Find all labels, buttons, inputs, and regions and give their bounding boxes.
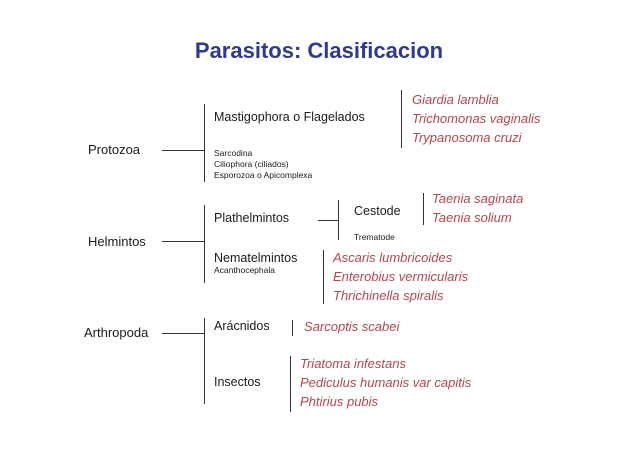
cestode-species-list: Taenia saginata Taenia solium	[432, 189, 523, 227]
plathelmintos-label: Plathelmintos	[214, 211, 290, 225]
class-item: Sarcodina	[214, 148, 253, 158]
protozoa-species-list: Giardia lamblia Trichomonas vaginalis Tr…	[412, 90, 540, 147]
trematode-label: Trematode	[354, 232, 395, 242]
nematode-species-list: Ascaris lumbricoides Enterobius vermicul…	[333, 248, 468, 305]
species-item: Ascaris lumbricoides	[333, 250, 453, 265]
class-item: Ciliophora (ciliados)	[214, 159, 289, 169]
aracnidos-species-list: Sarcoptis scabei	[304, 317, 399, 336]
species-item: Triatoma infestans	[300, 356, 406, 371]
nematelmintos-label: Nematelmintos	[214, 251, 298, 265]
aracnidos-label: Arácnidos	[214, 319, 270, 333]
species-item: Sarcoptis scabei	[304, 319, 400, 334]
species-item: Phtirius pubis	[300, 394, 379, 409]
insectos-label: Insectos	[214, 375, 261, 389]
helmintos-bracket	[204, 205, 205, 283]
insectos-bracket	[290, 356, 291, 412]
species-item: Taenia solium	[432, 210, 512, 225]
protozoa-other-classes: Sarcodina Ciliophora (ciliados) Esporozo…	[214, 148, 312, 181]
protozoa-label: Protozoa	[88, 142, 141, 157]
species-item: Trichomonas vaginalis	[412, 111, 541, 126]
arthropoda-bracket	[204, 318, 205, 404]
species-item: Taenia saginata	[432, 191, 524, 206]
species-item: Giardia lamblia	[412, 92, 499, 107]
helmintos-connector	[162, 241, 204, 242]
protozoa-connector	[162, 150, 204, 151]
aracnidos-bracket	[292, 320, 293, 336]
mastigophora-label: Mastigophora o Flagelados	[214, 110, 365, 124]
nematelmintos-bracket	[323, 250, 324, 304]
cestode-label: Cestode	[354, 204, 401, 218]
mastigophora-bracket	[401, 90, 402, 148]
plathelmintos-connector	[318, 220, 338, 221]
plathelmintos-bracket	[338, 200, 339, 240]
cestode-bracket	[423, 193, 424, 225]
arthropoda-connector	[162, 333, 204, 334]
protozoa-bracket	[204, 104, 205, 182]
species-item: Enterobius vermicularis	[333, 269, 469, 284]
insectos-species-list: Triatoma infestans Pediculus humanis var…	[300, 354, 471, 411]
species-item: Thrichinella spiralis	[333, 288, 444, 303]
helmintos-label: Helmintos	[88, 234, 146, 249]
species-item: Pediculus humanis var capitis	[300, 375, 472, 390]
class-item: Esporozoa o Apicomplexa	[214, 170, 313, 180]
acanthocephala-label: Acanthocephala	[214, 265, 275, 275]
species-item: Trypanosoma cruzi	[412, 130, 522, 145]
arthropoda-label: Arthropoda	[84, 325, 149, 340]
diagram-title: Parasitos: Clasificacion	[194, 38, 444, 63]
